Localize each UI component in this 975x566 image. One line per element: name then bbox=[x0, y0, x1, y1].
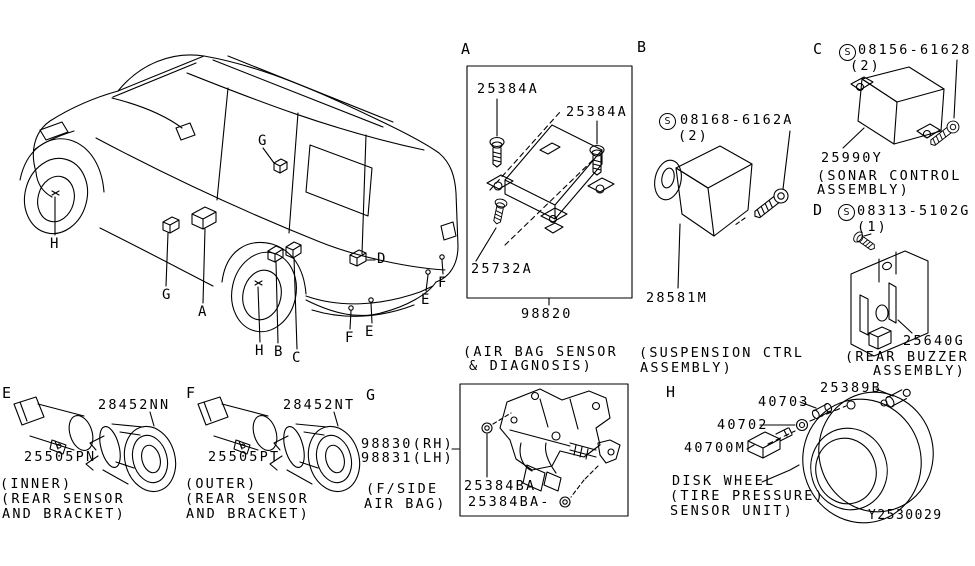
part-label-25384a-1: 25384A bbox=[477, 81, 539, 97]
section-a-caption-1: (AIR BAG SENSOR bbox=[463, 344, 618, 360]
section-c-letter: C bbox=[813, 40, 823, 58]
circled-s-icon: S bbox=[659, 113, 676, 130]
section-e-caption-1: (INNER) bbox=[0, 476, 73, 492]
section-d-letter: D bbox=[813, 201, 823, 219]
part-label-28452nt: 28452NT bbox=[283, 397, 356, 413]
qty-label-b: (2) bbox=[678, 128, 709, 144]
callout-front-wheel: H bbox=[50, 236, 59, 252]
front-wheel bbox=[23, 157, 89, 235]
section-a-caption-2: & DIAGNOSIS) bbox=[469, 358, 593, 374]
part-label-25505pt: 25505PT bbox=[208, 449, 281, 465]
callout-rear-panel: D bbox=[377, 251, 386, 267]
circled-s-icon: S bbox=[838, 204, 855, 221]
section-h-art bbox=[746, 388, 934, 524]
part-label-40703: 40703 bbox=[758, 394, 810, 410]
section-h-caption-2: (TIRE PRESSURE) bbox=[670, 488, 825, 504]
part-label-25732a: 25732A bbox=[471, 261, 533, 277]
valve-40703 bbox=[811, 402, 833, 420]
section-c-caption-2: ASSEMBLY) bbox=[817, 182, 910, 198]
tpms-sensor-25389b bbox=[885, 388, 911, 408]
part-label-25384a-2: 25384A bbox=[566, 104, 628, 120]
section-g-letter: G bbox=[366, 386, 376, 404]
vehicle-leader-lines bbox=[54, 147, 445, 350]
callout-pillar: G bbox=[258, 133, 267, 149]
circled-s-icon: S bbox=[839, 44, 856, 61]
section-g-art bbox=[451, 383, 629, 517]
qty-label-c: (2) bbox=[850, 58, 881, 74]
section-h-letter: H bbox=[666, 383, 676, 401]
rear-wheel bbox=[231, 251, 297, 333]
section-e-caption-3: AND BRACKET) bbox=[2, 506, 126, 522]
section-e-letter: E bbox=[2, 384, 12, 402]
section-g-caption-2: AIR BAG) bbox=[364, 496, 447, 512]
section-b-caption-2: ASSEMBLY) bbox=[640, 360, 733, 376]
section-g-caption-1: (F/SIDE bbox=[366, 481, 439, 497]
part-label-98830rh: 98830(RH) bbox=[361, 436, 454, 452]
part-label-98831lh: 98831(LH) bbox=[361, 450, 454, 466]
diagram-reference-code: Y2530029 bbox=[868, 508, 943, 523]
vehicle-illustration bbox=[19, 54, 459, 350]
section-a-letter: A bbox=[461, 40, 471, 58]
part-label-25389b: 25389B bbox=[820, 380, 882, 396]
section-d-caption-1: (REAR BUZZER bbox=[845, 349, 969, 365]
callout-rear-wheel: H bbox=[255, 343, 264, 359]
section-d-art bbox=[850, 229, 929, 357]
callout-bumper-e-left: E bbox=[365, 324, 374, 340]
section-c-art bbox=[842, 59, 962, 150]
section-f-caption-1: (OUTER) bbox=[185, 476, 258, 492]
callout-floor-center: A bbox=[198, 304, 207, 320]
part-label-08313-5102g: 08313-5102G bbox=[857, 203, 971, 219]
part-label-25640g: 25640G bbox=[903, 333, 965, 349]
callout-bumper-f-right: F bbox=[438, 275, 447, 291]
section-h-caption-1: DISK WHEEL bbox=[672, 473, 776, 489]
section-b-letter: B bbox=[637, 38, 647, 56]
section-b-art bbox=[654, 130, 792, 289]
part-label-28581m: 28581M bbox=[646, 290, 708, 306]
section-e-caption-2: (REAR SENSOR bbox=[1, 491, 125, 507]
part-label-40702: 40702 bbox=[717, 417, 769, 433]
section-c-caption-1: (SONAR CONTROL bbox=[817, 168, 962, 184]
callout-floor-front: G bbox=[162, 287, 171, 303]
section-h-caption-3: SENSOR UNIT) bbox=[670, 503, 794, 519]
section-f-letter: F bbox=[186, 384, 196, 402]
part-label-28452nn: 28452NN bbox=[98, 397, 171, 413]
part-label-25990y: 25990Y bbox=[821, 150, 883, 166]
section-a-art bbox=[466, 65, 633, 306]
section-f-caption-2: (REAR SENSOR bbox=[185, 491, 309, 507]
part-label-25384ba-top: 25384BA bbox=[464, 478, 537, 494]
part-label-25505pn: 25505PN bbox=[24, 449, 97, 465]
section-d-caption-2: ASSEMBLY) bbox=[873, 363, 966, 379]
callout-cubes bbox=[162, 158, 367, 267]
callout-rear-arch-c: C bbox=[292, 350, 301, 366]
qty-label-d: (1) bbox=[857, 219, 888, 235]
callout-bumper-f-left: F bbox=[345, 330, 354, 346]
callout-rear-arch-b: B bbox=[274, 344, 283, 360]
section-f-caption-3: AND BRACKET) bbox=[186, 506, 310, 522]
part-label-08156-61628: 08156-61628 bbox=[858, 42, 972, 58]
part-label-98820: 98820 bbox=[521, 306, 573, 322]
disk-wheel bbox=[802, 391, 934, 524]
part-label-25384ba-bottom: 25384BA- bbox=[468, 494, 551, 510]
callout-bumper-e-right: E bbox=[421, 292, 430, 308]
part-label-08168-6162a: 08168-6162A bbox=[680, 112, 794, 128]
section-b-caption-1: (SUSPENSION CTRL bbox=[639, 345, 805, 361]
part-label-40700m: 40700M bbox=[684, 440, 746, 456]
